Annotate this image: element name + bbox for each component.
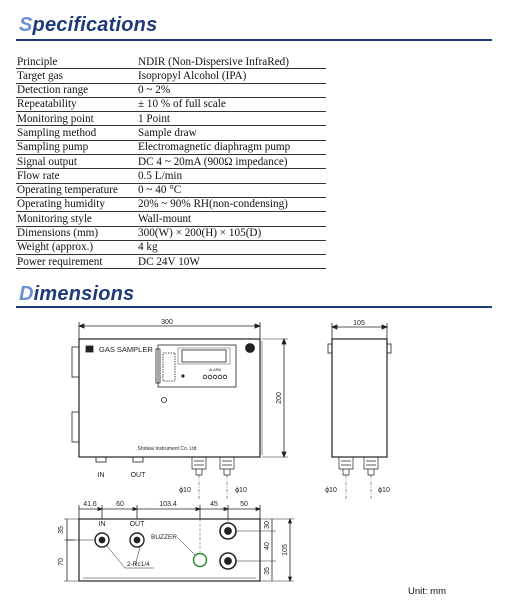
spec-value: 0.5 L/min	[137, 168, 326, 184]
spec-value: 0 ~ 2%	[137, 83, 326, 98]
front-phi-left: ϕ10	[179, 487, 191, 494]
spec-key: Flow rate	[16, 168, 137, 184]
bottom-right-2: 40	[264, 542, 271, 550]
bottom-right-total: 105	[282, 544, 289, 556]
bottom-dim-4: 45	[210, 501, 218, 508]
spec-value: 4 kg	[137, 240, 326, 256]
bottom-dim-5: 50	[240, 501, 248, 508]
unit-label: Unit: mm	[408, 586, 446, 597]
spec-key: Operating humidity	[16, 197, 137, 213]
spec-value: 1 Point	[137, 111, 326, 127]
front-width-label: 300	[161, 319, 173, 326]
spec-key: Sampling pump	[16, 140, 137, 156]
buzzer-icon	[192, 552, 208, 568]
spec-key: Principle	[16, 55, 137, 70]
specifications-rule	[16, 39, 492, 41]
spec-value: NDIR (Non-Dispersive InfraRed)	[137, 55, 326, 70]
svg-text:ALARM: ALARM	[209, 368, 221, 372]
spec-value: DC 24V 10W	[137, 254, 326, 270]
spec-value: Isopropyl Alcohol (IPA)	[137, 68, 326, 84]
front-view: 300 GAS SAMPLER ALARM Shinkai Instrument…	[71, 319, 288, 500]
dimensions-rule	[16, 306, 492, 308]
spec-key: Monitoring style	[16, 211, 137, 227]
spec-key: Detection range	[16, 83, 137, 98]
front-port-in-label: IN	[98, 472, 105, 479]
bottom-right-3: 35	[264, 567, 271, 575]
spec-value: ± 10 % of full scale	[137, 97, 326, 113]
spec-row: Dimensions (mm)300(W) × 200(H) × 105(D)	[16, 226, 326, 241]
buzzer-label: BUZZER	[151, 534, 177, 541]
specifications-title: Specifications	[19, 14, 158, 36]
spec-key: Power requirement	[16, 254, 137, 270]
spec-row: Weight (approx.)4 kg	[16, 240, 326, 256]
side-phi-left: ϕ10	[325, 487, 337, 494]
dimensions-title: Dimensions	[19, 283, 135, 305]
side-phi-right: ϕ10	[378, 487, 390, 494]
spec-key: Target gas	[16, 68, 137, 84]
spec-key: Weight (approx.)	[16, 240, 137, 256]
spec-value: Sample draw	[137, 125, 326, 141]
spec-value: Wall-mount	[137, 211, 326, 227]
spec-key: Sampling method	[16, 125, 137, 141]
dimension-drawing: 300 GAS SAMPLER ALARM Shinkai Instrument…	[58, 319, 392, 583]
bottom-left-top: 35	[58, 526, 65, 534]
bottom-port-out-label: OUT	[130, 521, 146, 528]
spec-key: Dimensions (mm)	[16, 226, 137, 241]
spec-row: Repeatability± 10 % of full scale	[16, 97, 326, 113]
spec-value: 300(W) × 200(H) × 105(D)	[137, 226, 326, 241]
side-view: 105 ϕ10 ϕ10	[325, 320, 392, 500]
bottom-dim-2: 60	[116, 501, 124, 508]
front-phi-right: ϕ10	[235, 487, 247, 494]
bottom-port-in-label: IN	[99, 521, 106, 528]
bottom-left-bottom: 70	[58, 558, 65, 566]
bottom-right-1: 30	[264, 521, 271, 529]
spec-key: Signal output	[16, 154, 137, 170]
front-port-out-label: OUT	[131, 472, 147, 479]
side-depth-label: 105	[353, 320, 365, 327]
bottom-view: 41.6 60 103.4 45 50 35 70 IN OUT 2-Rc1/4…	[58, 501, 294, 583]
thread-label: 2-Rc1/4	[127, 561, 150, 568]
front-height-label: 200	[276, 392, 283, 404]
spec-key: Monitoring point	[16, 111, 137, 127]
spec-key: Operating temperature	[16, 183, 137, 198]
bottom-dim-3: 103.4	[159, 501, 177, 508]
bottom-dim-1: 41.6	[83, 501, 97, 508]
maker-label: Shinkai Instrument Co. Ltd	[138, 446, 197, 452]
spec-value: DC 4 ~ 20mA (900Ω impedance)	[137, 154, 326, 170]
spec-value: 0 ~ 40 °C	[137, 183, 326, 198]
panel-label: GAS SAMPLER	[99, 345, 153, 354]
spec-value: Electromagnetic diaphragm pump	[137, 140, 326, 156]
spec-value: 20% ~ 90% RH(non-condensing)	[137, 197, 326, 213]
spec-key: Repeatability	[16, 97, 137, 113]
